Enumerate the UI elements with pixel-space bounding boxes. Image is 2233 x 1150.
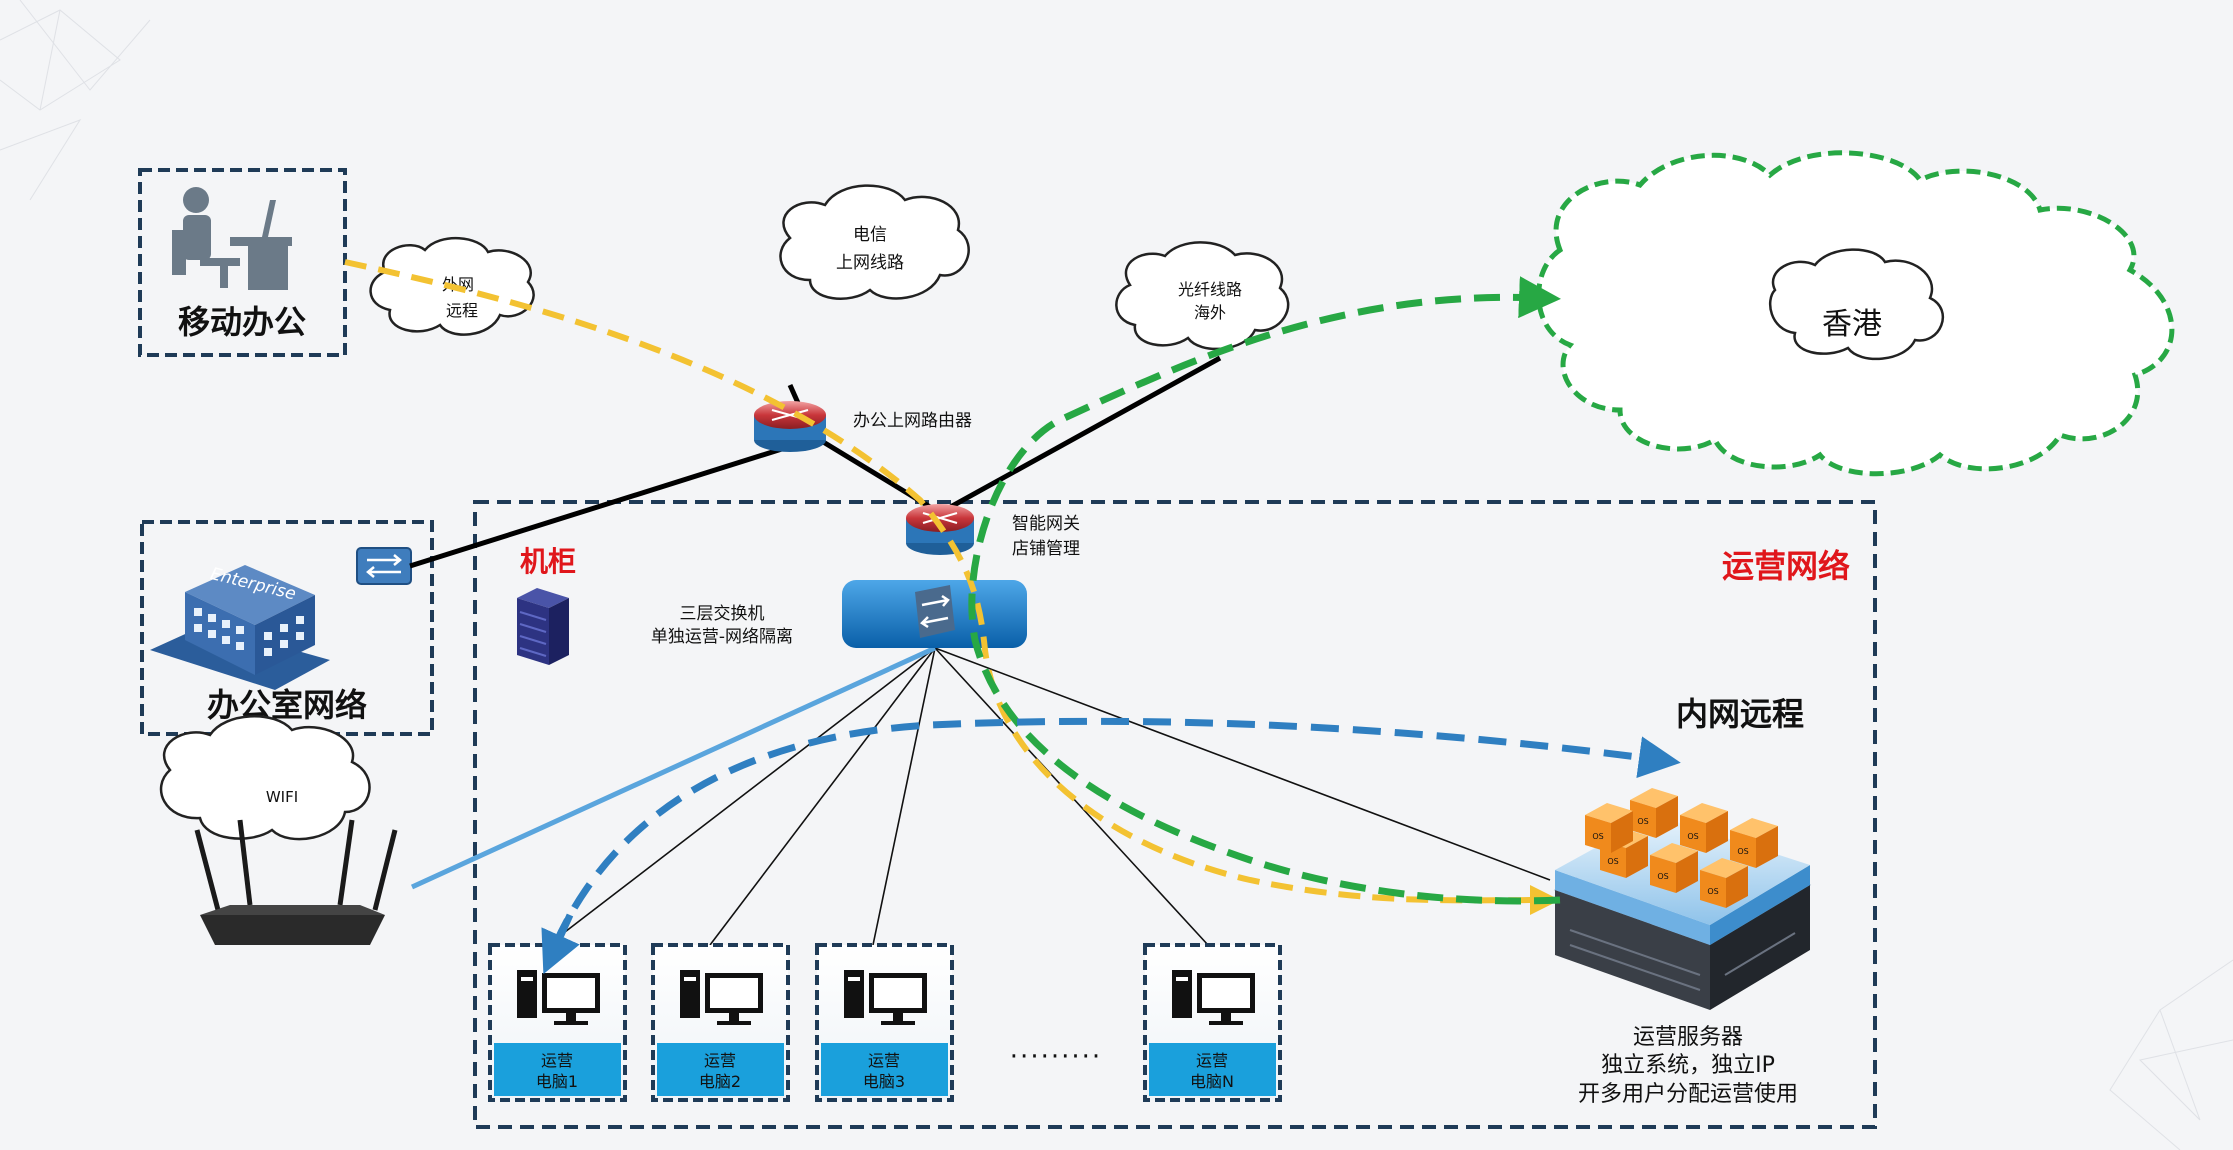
cabinet-rack-icon xyxy=(517,588,569,665)
office-network-label: 办公室网络 xyxy=(207,686,367,724)
fiber-line1: 光纤线路 xyxy=(1178,280,1242,299)
ops-network-label: 运营网络 xyxy=(1722,547,1850,585)
computer-label-line1: 运营 xyxy=(541,1051,573,1070)
gateway-line2: 店铺管理 xyxy=(1012,539,1080,559)
vm-os-tag: OS xyxy=(1737,847,1748,856)
blue-intranet-arrow-start xyxy=(541,913,580,975)
vm-os-tag: OS xyxy=(1592,832,1603,841)
server-line3: 开多用户分配运营使用 xyxy=(1578,1082,1798,1107)
backbone-wires xyxy=(409,355,1222,569)
fiber-line2: 海外 xyxy=(1194,303,1226,322)
vm-cube: OS xyxy=(1650,843,1698,893)
computer-label-line2: 电脑1 xyxy=(536,1072,578,1091)
switch-to-device-lines xyxy=(547,647,1551,946)
core-switch-icon xyxy=(842,580,1027,648)
vm-os-tag: OS xyxy=(1687,832,1698,841)
wifi-label: WIFI xyxy=(266,788,298,806)
mobile-office-label: 移动办公 xyxy=(178,303,306,341)
office-router-icon xyxy=(754,401,826,452)
wifi-link xyxy=(410,645,937,890)
desktop-computer-icon xyxy=(1172,970,1255,1025)
computer-label-line1: 运营 xyxy=(1196,1051,1228,1070)
more-computers-ellipsis: ········· xyxy=(1010,1042,1102,1072)
green-overseas-path xyxy=(968,276,1561,905)
vm-cube: OS xyxy=(1730,818,1778,868)
computer-label-line1: 运营 xyxy=(704,1051,736,1070)
telecom-line2: 上网线路 xyxy=(836,253,904,273)
hongkong-region-cloud: 香港 xyxy=(1536,150,2175,477)
intranet-remote-label: 内网远程 xyxy=(1676,695,1804,733)
switch-line1: 三层交换机 xyxy=(680,604,765,624)
computer-label-line1: 运营 xyxy=(868,1051,900,1070)
desktop-computer-icon xyxy=(517,970,600,1025)
ext-remote-line2: 远程 xyxy=(446,301,478,320)
enterprise-building-icon: Enterprise xyxy=(150,564,330,690)
desktop-computer-icon xyxy=(680,970,763,1025)
computer-label-line2: 电脑2 xyxy=(699,1072,741,1091)
gateway-line1: 智能网关 xyxy=(1012,514,1080,534)
blue-intranet-path xyxy=(551,717,1681,947)
vm-os-tag: OS xyxy=(1607,857,1618,866)
vm-cube: OS xyxy=(1700,858,1748,908)
vm-cube: OS xyxy=(1585,803,1633,853)
wifi-router-icon xyxy=(194,819,398,945)
telecom-line1: 电信 xyxy=(853,225,887,245)
telecom-cloud: 电信 上网线路 xyxy=(779,184,970,300)
hongkong-label: 香港 xyxy=(1822,307,1882,342)
office-network-box: Enterprise 办公室网络 xyxy=(140,520,434,736)
virtual-machine-cubes: OS OS OS OS OS OS OS xyxy=(1585,788,1778,908)
switch-line2: 单独运营-网络隔离 xyxy=(651,627,793,647)
vm-os-tag: OS xyxy=(1657,872,1668,881)
vm-cube: OS xyxy=(1630,788,1678,838)
office-switch-icon xyxy=(356,547,412,585)
server-line2: 独立系统，独立IP xyxy=(1601,1053,1775,1078)
desktop-computer-icon xyxy=(844,970,927,1025)
computer-label-line2: 电脑3 xyxy=(863,1072,905,1091)
vm-os-tag: OS xyxy=(1707,887,1718,896)
office-router-label: 办公上网路由器 xyxy=(853,411,972,431)
computer-label-line2: 电脑N xyxy=(1190,1072,1234,1091)
cabinet-label: 机柜 xyxy=(520,545,576,578)
vm-os-tag: OS xyxy=(1637,817,1648,826)
worker-at-desk-icon xyxy=(172,187,292,290)
fiber-cloud: 光纤线路 海外 xyxy=(1115,241,1290,351)
yellow-remote-path xyxy=(344,259,1560,916)
server-line1: 运营服务器 xyxy=(1633,1025,1743,1050)
vm-cube: OS xyxy=(1680,803,1728,853)
wifi-cloud: WIFI xyxy=(159,715,371,841)
mobile-office-box: 移动办公 xyxy=(138,168,347,357)
